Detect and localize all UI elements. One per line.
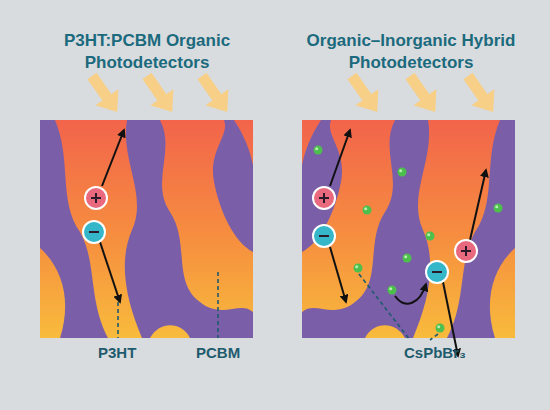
charge-transport-right: [313, 130, 503, 356]
panel-heading: P3HT:PCBM Organic Photodetectors: [37, 30, 257, 74]
material-label: P3HT: [98, 344, 136, 362]
organic-panel: [40, 120, 253, 338]
hybrid-panel: [302, 120, 515, 338]
material-label: PCBM: [196, 344, 240, 362]
leader-lines: [118, 272, 438, 340]
material-label: CsPbBr₃: [404, 344, 466, 362]
panel-heading: Organic–Inorganic Hybrid Photodetectors: [280, 30, 542, 74]
charge-transport-left: [83, 130, 124, 302]
light-arrows: [81, 68, 505, 120]
